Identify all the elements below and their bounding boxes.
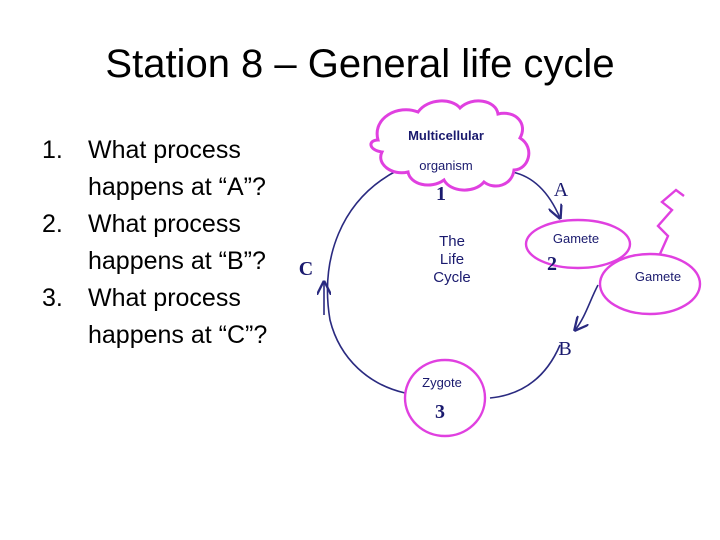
gamete-right-cell <box>598 252 702 316</box>
multicellular-label-line1: Multicellular <box>408 128 484 143</box>
multicellular-label-line2: organism <box>419 158 472 173</box>
arrow-a <box>511 171 560 218</box>
letter-a: A <box>554 179 569 201</box>
center-label-line3: Cycle <box>433 269 471 286</box>
center-label-line2: Life <box>440 251 464 268</box>
zygote-cell <box>403 358 487 438</box>
gamete-left-label: Gamete <box>553 231 599 246</box>
arrow-b <box>575 284 599 330</box>
center-label-line1: The <box>439 233 465 250</box>
gamete-right-label: Gamete <box>635 269 681 284</box>
question-item: 3. What process happens at “C”? <box>42 280 332 354</box>
cycle-arc-bottom <box>489 344 561 399</box>
question-text: What process happens at “C”? <box>88 284 268 349</box>
question-item: 2. What process happens at “B”? <box>42 206 332 280</box>
number-3: 3 <box>435 401 445 423</box>
number-2: 2 <box>547 253 557 275</box>
letter-b: B <box>558 338 571 360</box>
question-item: 1. What process happens at “A”? <box>42 132 332 206</box>
question-list: 1. What process happens at “A”? 2. What … <box>42 132 332 354</box>
cycle-arc-left <box>326 169 406 394</box>
question-text: What process happens at “B”? <box>88 210 266 275</box>
slide-title: Station 8 – General life cycle <box>105 42 615 86</box>
multicellular-organism-shape <box>369 99 531 192</box>
number-1: 1 <box>436 183 446 205</box>
zygote-label: Zygote <box>422 375 462 390</box>
gamete-left-cell <box>524 218 632 270</box>
gamete-tail <box>656 188 685 255</box>
question-text: What process happens at “A”? <box>88 136 266 201</box>
question-number: 2. <box>42 210 63 238</box>
question-number: 3. <box>42 284 63 312</box>
letter-c: C <box>299 258 313 280</box>
question-number: 1. <box>42 136 63 164</box>
